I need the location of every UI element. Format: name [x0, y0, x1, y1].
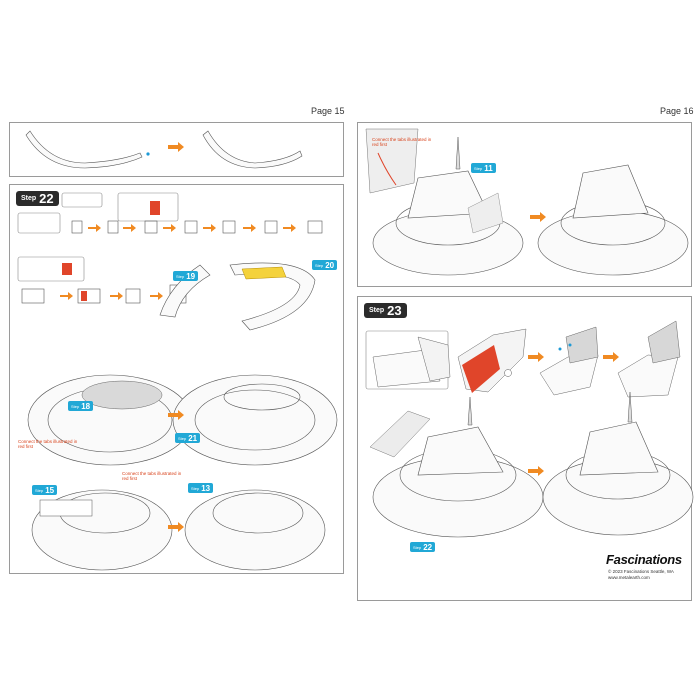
page-number-left: Page 15: [311, 106, 345, 116]
page-number-right: Page 16: [660, 106, 694, 116]
website-link[interactable]: www.metalearth.com: [608, 575, 650, 580]
panel-continuation-strip: [9, 122, 344, 177]
fascinations-logo: Fascinations: [606, 552, 682, 567]
copyright-text: © 2023 Fascinations Seattle, WA: [608, 569, 674, 574]
ring-assembly-illustration: [27, 374, 338, 571]
castle-assembly-illustration: [365, 128, 689, 276]
step-23-illustration: [365, 320, 694, 538]
wall-strip-illustration: [25, 130, 303, 169]
connect-tabs-note-3: Connect the tabs illustrated in red firs…: [372, 137, 432, 147]
step-22-sub-assembly-illustration: [17, 192, 323, 331]
connect-tabs-note-2: Connect the tabs illustrated in red firs…: [122, 471, 182, 481]
connect-tabs-note-1: Connect the tabs illustrated in red firs…: [18, 439, 78, 449]
